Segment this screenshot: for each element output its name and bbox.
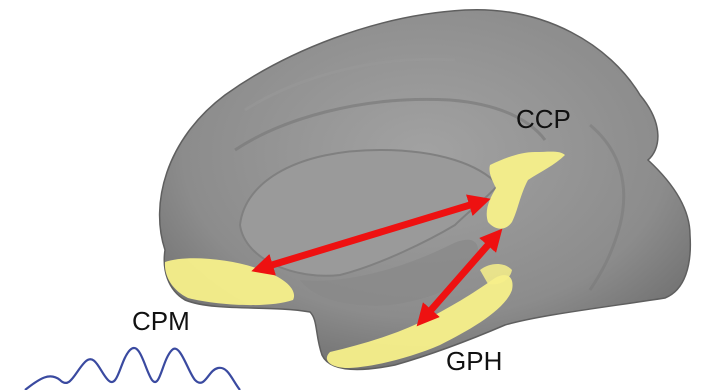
label-ccp: CCP — [516, 104, 571, 134]
oscillation-wave — [25, 348, 240, 390]
label-gph: GPH — [446, 346, 502, 376]
label-cpm: CPM — [132, 306, 190, 336]
